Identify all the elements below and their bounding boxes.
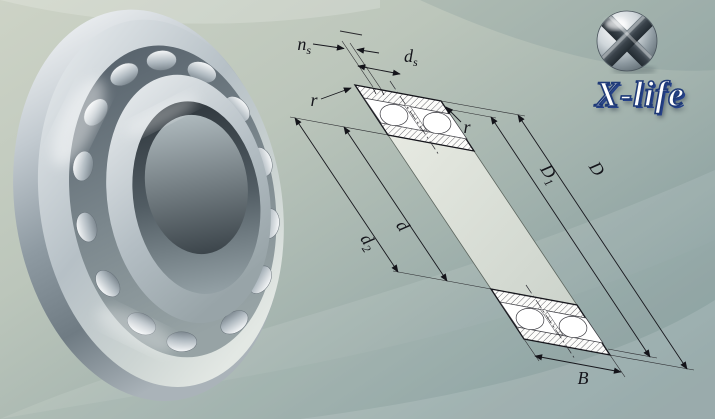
dim-label-D: D bbox=[584, 157, 608, 180]
dim-label-d: d bbox=[392, 216, 414, 235]
snap-ring-groove bbox=[372, 87, 385, 96]
dim-label-d2: d2 bbox=[354, 230, 381, 255]
dim-line-ds bbox=[357, 64, 401, 76]
dim-label-ds: ds bbox=[404, 46, 418, 69]
leader-r-inner bbox=[445, 106, 462, 123]
dim-line-D bbox=[517, 114, 688, 370]
dim-label-ns: ns bbox=[297, 34, 311, 57]
bearing-3d-illustration bbox=[13, 9, 284, 401]
dim-label-D1: D1 bbox=[533, 159, 563, 188]
dim-arrow-ns-right bbox=[356, 47, 380, 54]
dim-line-d bbox=[343, 126, 448, 282]
dim-line-d2 bbox=[294, 117, 399, 273]
dim-label-r-inner: r bbox=[463, 117, 471, 137]
dim-label-B: B bbox=[578, 368, 589, 388]
dim-label-r-outer: r bbox=[310, 90, 318, 110]
x-life-sphere-icon bbox=[596, 10, 658, 74]
dim-line-B bbox=[534, 354, 622, 374]
specular-highlights bbox=[51, 78, 198, 353]
dimension-lines bbox=[294, 43, 688, 374]
leader-r-outer bbox=[320, 87, 352, 100]
x-life-logo: X-life bbox=[566, 8, 714, 114]
dim-arrow-ns-left bbox=[312, 43, 345, 51]
x-life-logo-text: X-life bbox=[594, 74, 685, 114]
bore-inner-reflection bbox=[144, 114, 248, 255]
